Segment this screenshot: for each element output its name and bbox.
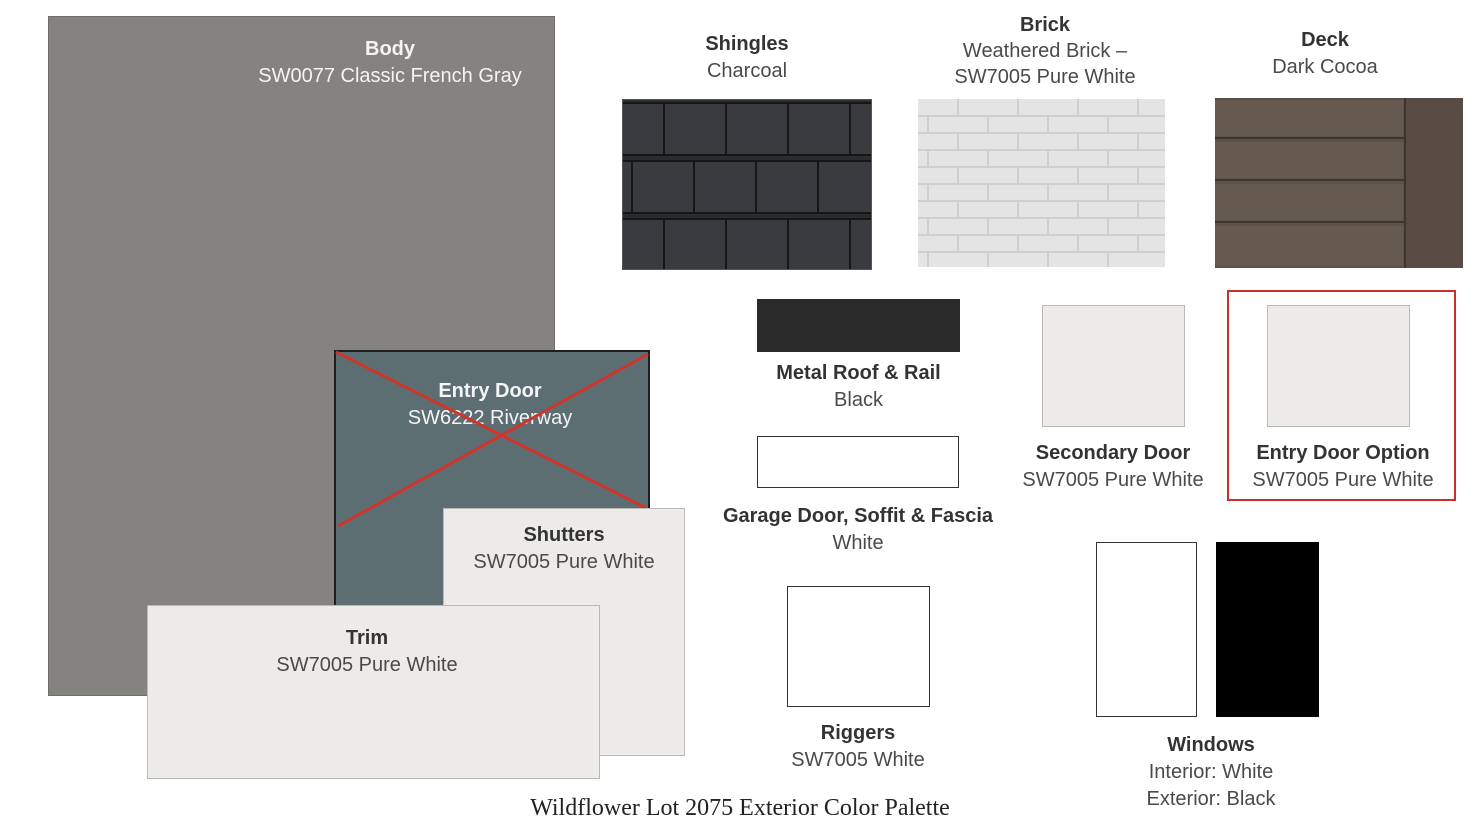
windows-interior-swatch — [1096, 542, 1197, 717]
strike-through-x-icon — [335, 350, 649, 528]
secondary-door-label: Secondary Door SW7005 Pure White — [1010, 440, 1216, 494]
trim-swatch — [147, 605, 600, 779]
garage-door-label: Garage Door, Soffit & Fascia White — [705, 503, 1011, 557]
body-title: Body — [365, 38, 415, 60]
metal-roof-title: Metal Roof & Rail — [776, 362, 941, 384]
deck-subtitle: Dark Cocoa — [1272, 56, 1378, 78]
shutters-label: Shutters SW7005 Pure White — [445, 522, 683, 576]
entry-door-title: Entry Door — [438, 380, 542, 402]
entry-door-option-title: Entry Door Option — [1256, 442, 1430, 464]
riggers-swatch — [787, 586, 930, 707]
trim-label: Trim SW7005 Pure White — [147, 625, 587, 679]
shingles-label: Shingles Charcoal — [622, 31, 872, 85]
shutters-title: Shutters — [523, 524, 605, 546]
brick-texture — [918, 99, 1165, 267]
entry-door-option-label: Entry Door Option SW7005 Pure White — [1235, 440, 1451, 494]
brick-title: Brick — [1019, 14, 1071, 36]
windows-exterior-text: Exterior: Black — [1146, 788, 1276, 810]
entry-door-option-swatch — [1267, 305, 1410, 427]
brick-subtitle-line2: SW7005 Pure White — [954, 66, 1136, 88]
brick-subtitle-line1: Weathered Brick – — [962, 40, 1128, 62]
metal-roof-swatch — [757, 299, 960, 352]
entry-door-label: Entry Door SW6222 Riverway — [340, 378, 640, 432]
body-label: Body SW0077 Classic French Gray — [230, 36, 550, 90]
deck-label: Deck Dark Cocoa — [1215, 27, 1435, 81]
metal-roof-label: Metal Roof & Rail Black — [730, 360, 987, 414]
brick-label: Brick Weathered Brick – SW7005 Pure Whit… — [905, 12, 1185, 90]
windows-label: Windows Interior: White Exterior: Black — [1100, 732, 1322, 813]
palette-caption: Wildflower Lot 2075 Exterior Color Palet… — [530, 795, 950, 821]
deck-texture — [1215, 98, 1463, 268]
garage-door-swatch — [757, 436, 959, 488]
shingles-title: Shingles — [705, 33, 789, 55]
secondary-door-title: Secondary Door — [1035, 442, 1191, 464]
shingles-texture — [622, 99, 872, 270]
secondary-door-swatch — [1042, 305, 1185, 427]
shutters-subtitle: SW7005 Pure White — [473, 551, 655, 573]
secondary-door-subtitle: SW7005 Pure White — [1022, 469, 1204, 491]
trim-subtitle: SW7005 Pure White — [276, 654, 458, 676]
trim-title: Trim — [345, 627, 389, 649]
windows-title: Windows — [1167, 734, 1255, 756]
windows-interior-text: Interior: White — [1148, 761, 1274, 783]
shingles-subtitle: Charcoal — [706, 60, 788, 82]
metal-roof-subtitle: Black — [834, 389, 883, 411]
garage-door-title: Garage Door, Soffit & Fascia — [722, 505, 994, 527]
entry-door-subtitle: SW6222 Riverway — [407, 407, 573, 429]
entry-door-option-highlight — [1227, 290, 1456, 501]
deck-title: Deck — [1301, 29, 1349, 51]
riggers-title: Riggers — [820, 722, 896, 744]
riggers-subtitle: SW7005 White — [791, 749, 925, 771]
windows-exterior-swatch — [1216, 542, 1319, 717]
garage-door-subtitle: White — [832, 532, 884, 554]
body-subtitle: SW0077 Classic French Gray — [258, 65, 522, 87]
entry-door-option-subtitle: SW7005 Pure White — [1252, 469, 1434, 491]
riggers-label: Riggers SW7005 White — [758, 720, 958, 774]
